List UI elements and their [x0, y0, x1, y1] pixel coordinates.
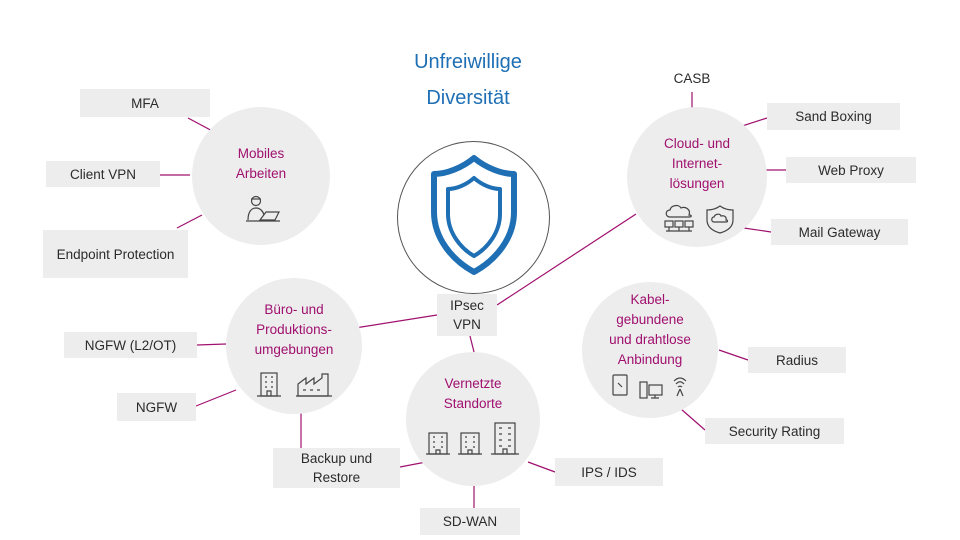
connector-ngfw: [195, 389, 237, 407]
node-office-line-3: umgebungen: [254, 342, 334, 357]
diagram-title: Unfreiwillige Diversität: [388, 44, 548, 116]
remote-worker-icon: [246, 195, 280, 222]
center-shield-circle: [397, 141, 550, 294]
building-icon: [491, 422, 519, 455]
connector-ipsec-office: [354, 314, 438, 329]
node-sites-label: Vernetzte Standorte: [420, 374, 526, 414]
cloud-server-icon: [664, 204, 694, 232]
connector-ips: [527, 461, 556, 473]
box-endpoint-protection: Endpoint Protection: [43, 230, 188, 278]
node-office-circle: [226, 278, 362, 414]
box-ngfw: NGFW: [117, 393, 196, 421]
node-sites-line-2: Standorte: [443, 396, 503, 411]
node-office-line-2: Produktions-: [256, 322, 332, 337]
node-cloud-line-3: lösungen: [669, 176, 725, 191]
node-cloud-circle: [627, 107, 767, 247]
node-office-line-1: Büro- und: [264, 302, 324, 317]
wireless-icon: [673, 377, 687, 397]
node-sites-circle: [406, 352, 540, 486]
node-mobile-line-1: Mobiles: [237, 146, 285, 161]
shield-icon: [431, 155, 517, 275]
box-sand-boxing: Sand Boxing: [767, 103, 900, 130]
node-office-label: Büro- und Produktions- umgebungen: [236, 300, 352, 360]
node-wired-label: Kabel- gebundene und drahtlose Anbindung: [592, 290, 708, 370]
connector-ipsec-sites: [469, 335, 475, 353]
box-mfa: MFA: [80, 89, 210, 117]
cloud-shield-icon: [706, 205, 734, 234]
factory-icon: [296, 373, 332, 397]
tablet-icon: [612, 374, 628, 396]
box-ips-ids: IPS / IDS: [555, 458, 663, 486]
box-mail-gateway: Mail Gateway: [771, 219, 908, 245]
box-security-rating: Security Rating: [705, 418, 844, 444]
node-wired-line-3: und drahtlose: [609, 332, 691, 347]
box-sd-wan: SD-WAN: [420, 508, 520, 535]
node-mobile-line-2: Arbeiten: [235, 166, 287, 181]
box-radius: Radius: [748, 347, 846, 373]
title-line-1: Unfreiwillige: [414, 51, 522, 73]
node-wired-line-4: Anbindung: [617, 352, 683, 367]
connector-mailgw: [743, 227, 772, 233]
node-cloud-line-1: Cloud- und: [663, 136, 731, 151]
connector-ipsec-cloud: [496, 213, 637, 306]
box-backup-restore: Backup und Restore: [273, 448, 400, 488]
node-cloud-line-2: Internet-: [671, 156, 723, 171]
connector-radius: [718, 349, 749, 361]
node-cloud-label: Cloud- und Internet- lösungen: [642, 134, 752, 194]
box-ngfw-l2-ot: NGFW (L2/OT): [64, 332, 197, 358]
box-client-vpn: Client VPN: [46, 161, 160, 187]
node-mobile-label: Mobiles Arbeiten: [212, 144, 310, 184]
title-line-2: Diversität: [426, 87, 510, 109]
building-icon: [458, 432, 482, 455]
node-wired-line-2: gebundene: [616, 312, 684, 327]
box-ipsec-vpn: IPsec VPN: [437, 294, 497, 336]
backup-line-1: Backup und: [300, 451, 373, 466]
connector-security-rating: [680, 408, 706, 431]
office-building-icon: [257, 372, 281, 397]
connector-endpoint: [176, 214, 203, 229]
connector-ngfw-l2: [196, 343, 227, 346]
backup-line-2: Restore: [312, 470, 361, 485]
node-mobile-circle: [192, 107, 330, 245]
ipsec-line-2: VPN: [453, 317, 481, 332]
building-icon: [426, 432, 450, 455]
ipsec-line-1: IPsec: [450, 298, 484, 313]
label-casb: CASB: [673, 71, 711, 86]
computer-icon: [639, 381, 663, 399]
node-wired-line-1: Kabel-: [630, 292, 670, 307]
node-sites-line-1: Vernetzte: [444, 376, 502, 391]
box-web-proxy: Web Proxy: [786, 157, 916, 183]
